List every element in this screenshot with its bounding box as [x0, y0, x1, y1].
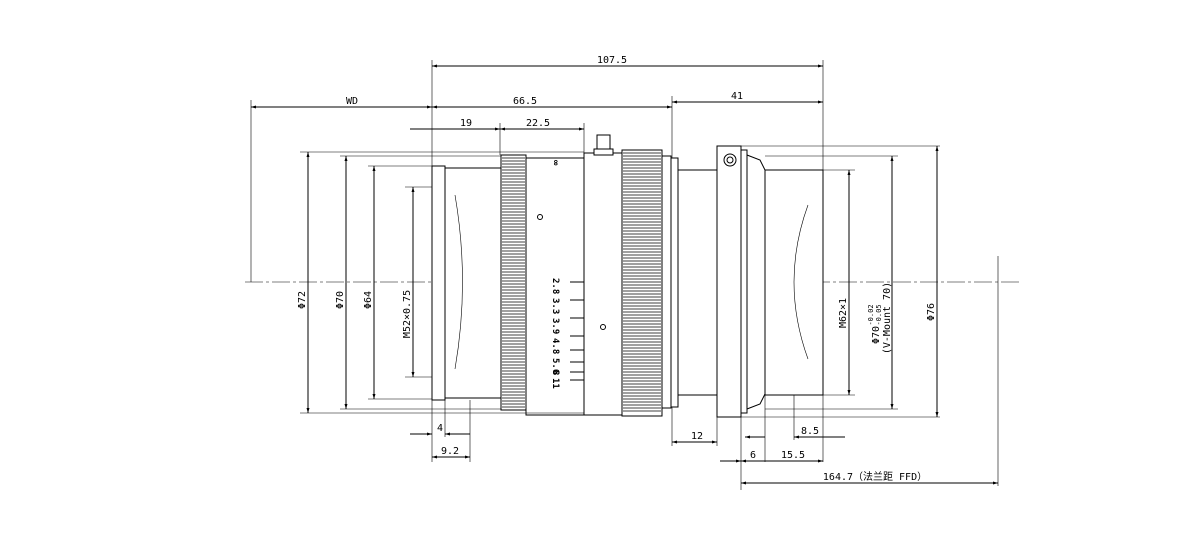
dim-mount-type: (V-Mount 70)	[882, 282, 893, 354]
lens-body	[431, 134, 824, 418]
dim-mount-length: 41	[731, 91, 743, 102]
aperture-ticks	[570, 281, 584, 381]
dim-front-to-focus: 19	[460, 118, 472, 129]
dim-filter-thread: M52×0.75	[402, 290, 413, 338]
f-number-label: 11	[550, 378, 560, 389]
extension-lines	[250, 60, 999, 490]
dim-front-4: 4	[437, 423, 443, 434]
dim-focus-ring-width: 22.5	[526, 118, 550, 129]
dim-dia-76: Φ76	[926, 303, 937, 321]
dim-dia-72: Φ72	[297, 291, 308, 309]
f-number-label: 3.9	[550, 318, 560, 334]
dim-rear-12: 12	[691, 431, 703, 442]
dim-wd: WD	[346, 96, 358, 107]
dim-rear-15-5: 15.5	[781, 450, 805, 461]
dim-mount-tol-lower: -0.05	[875, 304, 883, 325]
dim-rear-thread: M62×1	[838, 298, 849, 328]
dim-ffd: 164.7（法兰距 FFD）	[823, 470, 927, 483]
dim-mount-tol-upper: -0.02	[867, 304, 875, 325]
dim-mount-dia: Φ70	[871, 326, 882, 344]
dim-rear-8-5: 8.5	[801, 426, 819, 437]
f-number-label: 3.3	[550, 298, 560, 314]
dim-dia-64: Φ64	[363, 291, 374, 309]
f-number-label: 8	[550, 370, 560, 375]
f-number-label: 5.6	[550, 358, 560, 374]
dim-total-length: 107.5	[597, 55, 627, 66]
dim-body-length: 66.5	[513, 96, 537, 107]
dim-front-9-2: 9.2	[441, 446, 459, 457]
horizontal-dimensions: 107.5 WD 66.5 41 19 22.5 4 9.2 12 8.5 6 …	[251, 55, 998, 485]
dim-rear-6: 6	[750, 450, 756, 461]
f-number-label: 2.8	[550, 278, 560, 294]
aperture-ring-knurling	[623, 152, 661, 412]
focus-ring-knurling	[502, 157, 525, 408]
right-diameter-dimensions: M62×1 Φ70 -0.02 -0.05 (V-Mount 70) Φ76	[838, 146, 939, 417]
infinity-mark: ∞	[550, 160, 560, 166]
f-number-label: 4.8	[550, 338, 560, 354]
f-number-scale: ∞ 2.8 3.3 3.9 4.8 5.6 8 11	[550, 160, 560, 389]
dim-dia-70: Φ70	[335, 291, 346, 309]
left-diameter-dimensions: Φ72 Φ70 Φ64 M52×0.75	[297, 152, 415, 413]
